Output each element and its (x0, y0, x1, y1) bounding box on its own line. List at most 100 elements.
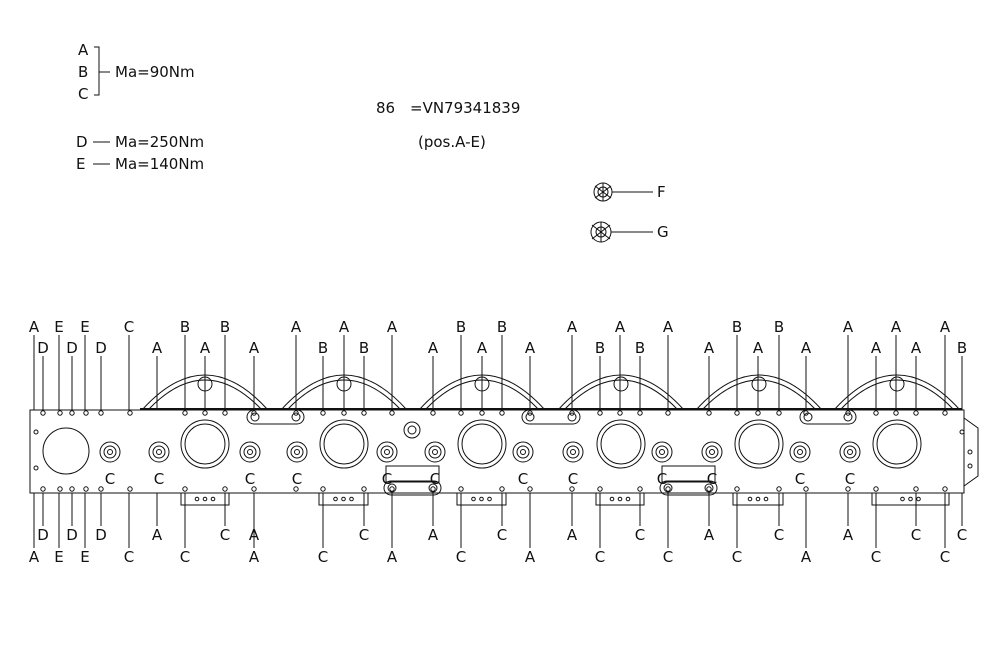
cylinder-bore (319, 419, 369, 469)
bolt-dot (873, 410, 879, 416)
callout-label: C (180, 548, 190, 566)
bolt-dot (458, 486, 464, 492)
bolt-dot (845, 486, 851, 492)
bolt-dot (430, 410, 436, 416)
bolt-dot (222, 486, 228, 492)
bolt-boss (562, 441, 584, 463)
callout-label: A (753, 339, 764, 357)
callout-label: A (940, 318, 951, 336)
cylinder-head-plate (29, 374, 979, 506)
cylinder-bore (457, 419, 507, 469)
callout-label: B (359, 339, 369, 357)
legend-torque-abc: Ma=90Nm (115, 63, 195, 81)
bolt-boss-center (520, 449, 526, 455)
bolt-dot (942, 486, 948, 492)
bolt-dot (361, 410, 367, 416)
bolt-dot (98, 486, 104, 492)
callout-label: A (843, 318, 854, 336)
link-bolt (428, 483, 438, 493)
callout-label: A (615, 318, 626, 336)
callout-label: E (80, 318, 89, 336)
callout-label: D (95, 339, 107, 357)
bracket-hole (333, 496, 338, 502)
bracket-hole (763, 496, 769, 502)
link-bracket (661, 465, 716, 483)
callout-label: C (957, 526, 967, 544)
bolt-dot (665, 486, 671, 492)
bolt-dot (251, 486, 257, 492)
callout-label: C (707, 470, 717, 488)
bolt-dot (942, 410, 948, 416)
bolt-dot (665, 410, 671, 416)
callout-label: A (871, 339, 882, 357)
cylinder-bore-inner (461, 423, 503, 465)
callout-label: C (220, 526, 230, 544)
bolt-dot (776, 410, 782, 416)
bracket-hole (625, 496, 631, 502)
bolt-dot (755, 410, 761, 416)
bottom-bracket (318, 493, 369, 506)
callout-label: D (37, 339, 49, 357)
legend-torque-d: Ma=250Nm (115, 133, 204, 151)
bolt-dot (893, 410, 899, 416)
bolt-boss-ring (705, 445, 719, 459)
bolt-dot (913, 410, 919, 416)
bolt-dot (127, 410, 133, 416)
bolt-boss (651, 441, 673, 463)
bolt-bosses (99, 441, 861, 463)
bolt-dot (182, 486, 188, 492)
bolt-boss-center (156, 449, 162, 455)
bolt-boss-ring (793, 445, 807, 459)
callout-label: A (891, 318, 902, 336)
top-link (246, 409, 305, 425)
callout-label: A (291, 318, 302, 336)
bolt-dot (98, 410, 104, 416)
bolt-dot (389, 410, 395, 416)
callout-label: A (911, 339, 922, 357)
callout-label: A (663, 318, 674, 336)
bolt-boss-ring (566, 445, 580, 459)
callout-label: A (428, 339, 439, 357)
callout-label: C (292, 470, 302, 488)
link-bolt (803, 412, 813, 422)
bolt-dot (293, 486, 299, 492)
bolt-dot (569, 486, 575, 492)
callout-label: C (774, 526, 784, 544)
callout-label: C (359, 526, 369, 544)
callout-label: C (795, 470, 805, 488)
callout-label: D (95, 526, 107, 544)
callout-label: A (249, 548, 260, 566)
callout-label: A (567, 318, 578, 336)
plate-port-circle (42, 427, 90, 475)
callout-label: E (54, 548, 63, 566)
callout-label: A (704, 526, 715, 544)
callout-label: C (245, 470, 255, 488)
bolt-boss-ring (290, 445, 304, 459)
bottom-link (383, 480, 442, 496)
bracket-hole (471, 496, 476, 502)
callout-label: A (801, 339, 812, 357)
link-bracket (385, 465, 440, 483)
legend-d: D Ma=250Nm (76, 133, 204, 151)
arch (557, 374, 685, 411)
part-number: 86 (376, 99, 395, 117)
bolt-boss-center (709, 449, 715, 455)
arch-hole (751, 376, 767, 392)
link-bolt (250, 412, 260, 422)
callout-label: C (911, 526, 921, 544)
insert-label-g: G (657, 223, 669, 241)
bolt-boss-center (570, 449, 576, 455)
callout-label: C (382, 470, 392, 488)
bolt-dot (597, 410, 603, 416)
callout-label: C (568, 470, 578, 488)
callout-label: C (430, 470, 440, 488)
bolt-dot (803, 486, 809, 492)
bolt-dot (776, 486, 782, 492)
bolt-boss-center (294, 449, 300, 455)
callout-label: E (80, 548, 89, 566)
threaded-insert-icon (593, 182, 613, 202)
cylinder-bore-inner (738, 423, 780, 465)
callout-label: C (595, 548, 605, 566)
